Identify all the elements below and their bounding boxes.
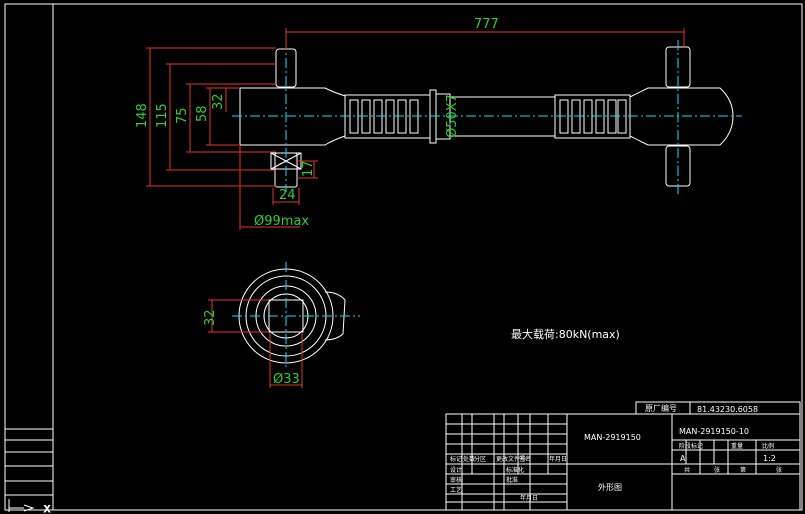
dim-bore-33: Ø33 [273, 372, 300, 387]
svg-text:标准化: 标准化 [506, 466, 524, 474]
max-load-note: 最大载荷:80kN(max) [511, 327, 620, 341]
svg-text:更改文件号: 更改文件号 [496, 455, 526, 463]
front-dimensions: 777 148 115 75 58 32 24 17 Ø50X7 Ø99max [135, 17, 685, 230]
svg-text:MAN-2919150: MAN-2919150 [584, 433, 641, 442]
svg-text:阶段标记: 阶段标记 [679, 442, 703, 450]
svg-text:1:2: 1:2 [763, 454, 776, 463]
ucs-icon: X [8, 499, 51, 514]
svg-text:审核: 审核 [450, 476, 462, 484]
svg-text:处数: 处数 [463, 455, 475, 463]
svg-text:81.43230.6058: 81.43230.6058 [697, 405, 758, 414]
svg-text:年月日: 年月日 [549, 455, 567, 463]
side-view: 32 Ø33 [203, 262, 360, 388]
svg-text:重量: 重量 [731, 442, 743, 450]
dim-tube-diameter: Ø50X7 [445, 94, 460, 138]
svg-text:签名: 签名 [519, 455, 531, 463]
svg-text:共: 共 [684, 466, 690, 474]
svg-text:原厂编号: 原厂编号 [645, 403, 677, 413]
dim-32-front: 32 [211, 93, 226, 110]
svg-text:工艺: 工艺 [450, 486, 462, 494]
tube [450, 96, 555, 137]
sheet-border [4, 3, 803, 511]
svg-text:MAN-2919150-10: MAN-2919150-10 [679, 427, 749, 436]
centerlines [232, 40, 742, 194]
svg-text:设计: 设计 [450, 466, 462, 474]
front-view [232, 40, 742, 194]
title-block [445, 401, 801, 511]
svg-text:批准: 批准 [506, 476, 518, 484]
svg-text:外形图: 外形图 [598, 482, 622, 492]
dim-17: 17 [301, 160, 316, 177]
svg-text:标记: 标记 [450, 455, 462, 463]
dim-eye-max: Ø99max [254, 214, 309, 229]
dim-148: 148 [135, 103, 150, 128]
right-boot [554, 94, 631, 139]
dim-24: 24 [279, 188, 296, 203]
svg-text:比例: 比例 [762, 442, 774, 450]
dim-overall-length: 777 [474, 17, 499, 32]
svg-text:A: A [680, 454, 686, 463]
title-block-text: 原厂编号 81.43230.6058 MAN-2919150 MAN-29191… [450, 403, 782, 502]
left-eye-end [239, 48, 346, 188]
svg-text:张: 张 [714, 466, 720, 474]
svg-text:第: 第 [740, 466, 746, 474]
svg-text:张: 张 [776, 466, 782, 474]
dim-75: 75 [175, 107, 190, 124]
dim-115: 115 [155, 103, 170, 128]
svg-text:年月日: 年月日 [520, 494, 538, 502]
svg-text:分区: 分区 [474, 455, 486, 463]
svg-text:X: X [44, 505, 50, 514]
dim-bore-32: 32 [203, 309, 218, 326]
dim-58: 58 [195, 105, 210, 122]
right-eye-end [629, 46, 734, 187]
